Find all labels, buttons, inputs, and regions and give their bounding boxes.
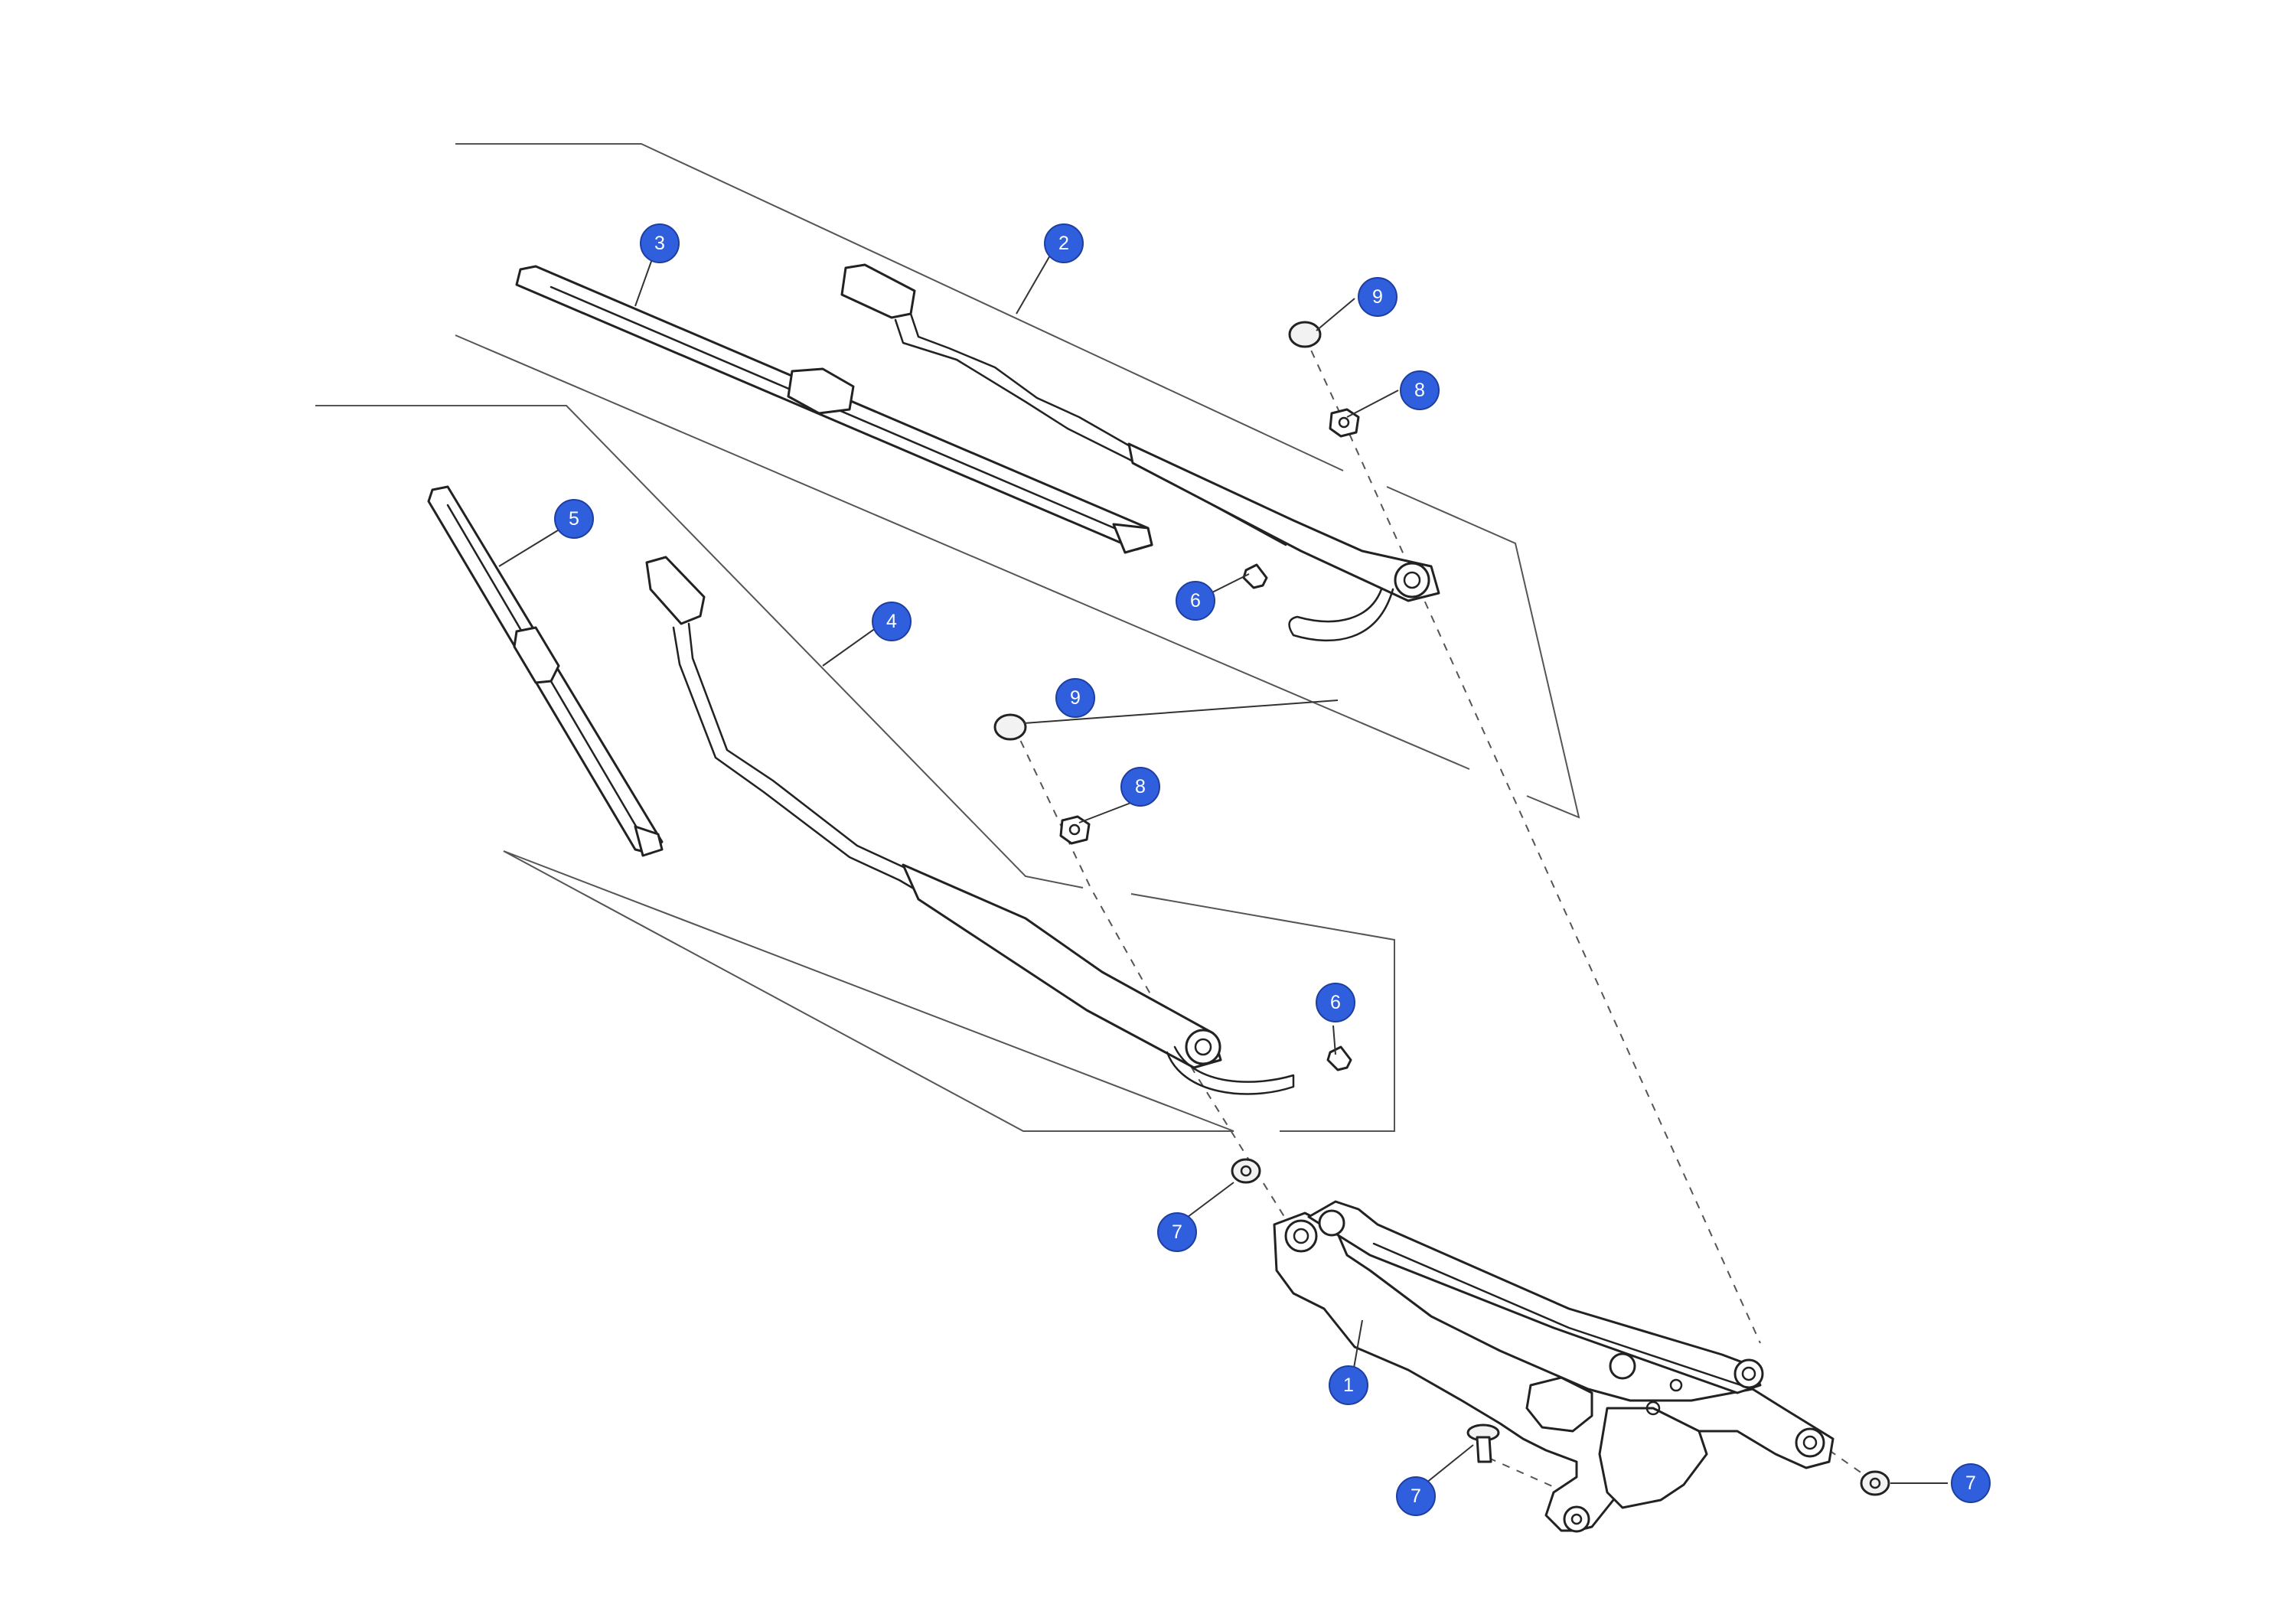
wiper-blade-lower (427, 485, 664, 857)
nut-upper (1329, 408, 1360, 438)
leader-lines (498, 244, 1948, 1493)
nozzle-lower (1326, 1045, 1352, 1071)
assembly-line-left (1013, 726, 1302, 1244)
callout-4: 4 (872, 602, 912, 641)
svg-text:6: 6 (1190, 590, 1201, 611)
callout-8-lower: 8 (1120, 767, 1160, 807)
svg-text:8: 8 (1135, 776, 1146, 797)
callout-1: 1 (1329, 1365, 1368, 1405)
wiper-arm-upper (840, 263, 1440, 642)
nut-lower (1059, 815, 1091, 845)
svg-text:3: 3 (654, 233, 665, 254)
group-frame-lower (315, 405, 1395, 1132)
callout-9-lower: 9 (1055, 678, 1095, 718)
callout-2: 2 (1044, 223, 1084, 263)
callout-8-upper: 8 (1400, 370, 1440, 410)
svg-text:5: 5 (569, 508, 579, 530)
washer-left (1231, 1158, 1261, 1184)
callout-6-upper: 6 (1176, 581, 1215, 621)
svg-text:7: 7 (1965, 1472, 1976, 1494)
callout-6-lower: 6 (1316, 983, 1355, 1022)
group-frame-upper (455, 143, 1580, 819)
svg-text:7: 7 (1411, 1485, 1421, 1507)
svg-text:8: 8 (1414, 380, 1425, 401)
cap-lower (993, 713, 1027, 741)
svg-text:6: 6 (1330, 992, 1341, 1013)
nozzle-upper (1242, 563, 1268, 589)
assembly-line-right (1304, 336, 1761, 1344)
wiper-blade-upper (515, 265, 1153, 554)
callout-9-upper: 9 (1358, 277, 1397, 317)
svg-text:2: 2 (1058, 233, 1069, 254)
svg-text:1: 1 (1343, 1375, 1354, 1396)
callout-7-bottom: 7 (1396, 1476, 1436, 1516)
wiper-arm-lower (645, 556, 1295, 1095)
assembly-line-bolt (1488, 1457, 1558, 1489)
cap-upper (1288, 321, 1322, 348)
washer-right (1860, 1470, 1890, 1496)
bolt (1466, 1423, 1500, 1463)
assembly-line-nut (1828, 1450, 1868, 1478)
svg-text:7: 7 (1172, 1221, 1182, 1243)
svg-text:9: 9 (1070, 687, 1081, 709)
svg-text:4: 4 (886, 611, 897, 632)
svg-text:9: 9 (1372, 286, 1383, 308)
callout-5: 5 (554, 499, 594, 539)
callout-7-left: 7 (1157, 1212, 1197, 1252)
callout-3: 3 (640, 223, 680, 263)
callout-7-right: 7 (1951, 1463, 1991, 1503)
wiper-linkage-assembly (1273, 1200, 1835, 1533)
